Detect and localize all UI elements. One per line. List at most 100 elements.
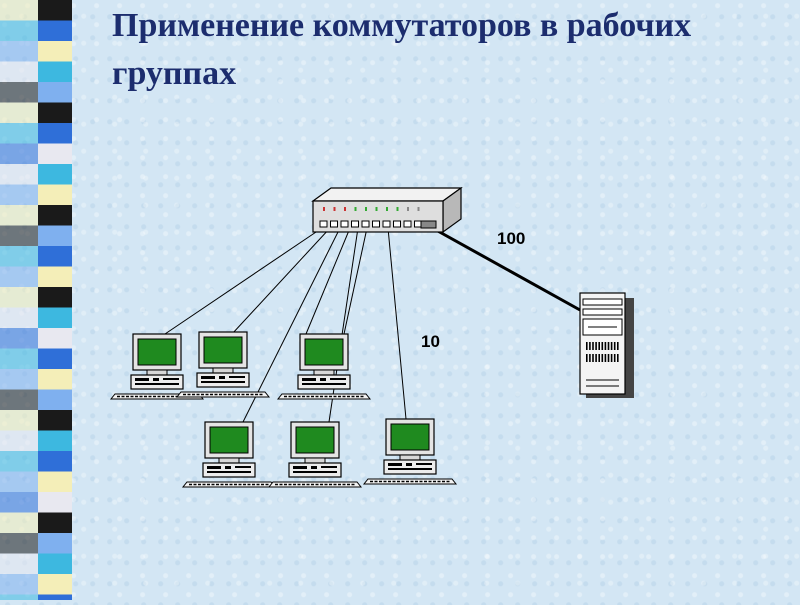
workstation-link-speed-label: 10 (421, 332, 440, 351)
link-workstation-6 (343, 227, 368, 335)
strip-block (0, 533, 38, 554)
strip-block (0, 184, 38, 205)
strip-block (0, 369, 38, 390)
switch-led (407, 207, 409, 211)
switch-port (382, 220, 391, 228)
strip-block (0, 471, 38, 492)
link-workstation-1 (164, 227, 323, 335)
server-vent (589, 342, 591, 350)
server-vent (598, 354, 600, 362)
strip-block (38, 533, 72, 554)
link-workstation-3 (242, 227, 341, 423)
workstation-computer-icon (277, 333, 371, 400)
strip-block (0, 143, 38, 164)
server-vent (613, 354, 616, 362)
workstation-computer-icon (363, 418, 457, 485)
strip-block (0, 123, 38, 144)
server-vent (592, 354, 594, 362)
server-vent (601, 342, 604, 350)
strip-block (0, 205, 38, 226)
strip-block (0, 225, 38, 246)
workstation-computer-icon (182, 421, 276, 488)
strip-block (38, 307, 72, 328)
switch-port (319, 220, 328, 228)
decorative-left-strip (0, 0, 92, 605)
server-vent (598, 342, 600, 350)
switch-led (323, 207, 325, 211)
switch-led (417, 207, 420, 211)
link-workstation-7 (387, 227, 407, 420)
strip-block (0, 328, 38, 349)
link-workstation-2 (231, 227, 331, 335)
strip-block (38, 205, 72, 226)
strip-block (38, 225, 72, 246)
server-vent (617, 342, 619, 350)
strip-block (38, 143, 72, 164)
switch-port (361, 220, 370, 228)
strip-block (38, 184, 72, 205)
workstation-computer-icon (176, 331, 270, 398)
strip-block (38, 574, 72, 595)
strip-block (0, 553, 38, 574)
strip-block (0, 61, 38, 82)
switch-port (393, 220, 401, 228)
switch-port (340, 220, 349, 228)
switch-led (333, 207, 336, 211)
server-vent (595, 342, 597, 350)
server-vent (607, 342, 610, 350)
server-vent (610, 354, 613, 362)
switch-led (375, 207, 378, 211)
strip-block (0, 512, 38, 533)
strip-block (0, 246, 38, 267)
switch-led (344, 207, 346, 211)
strip-block (38, 164, 72, 185)
strip-block (38, 82, 72, 103)
server-vent (610, 342, 613, 350)
server-link-speed-label: 100 (497, 229, 526, 248)
switch-led (396, 207, 399, 211)
server-vent (613, 342, 616, 350)
strip-block (38, 430, 72, 451)
strip-block (38, 61, 72, 82)
strip-block (38, 246, 72, 267)
server-vent (592, 342, 594, 350)
server-vent (589, 354, 591, 362)
strip-block (38, 451, 72, 472)
strip-block (0, 164, 38, 185)
strip-block (38, 266, 72, 287)
link-server (435, 228, 581, 312)
strip-block (0, 266, 38, 287)
strip-block (0, 410, 38, 431)
strip-block (0, 287, 38, 308)
server-vent (586, 342, 588, 350)
strip-block (38, 389, 72, 410)
switch-led (354, 207, 357, 211)
strip-block (38, 348, 72, 369)
strip-block (0, 492, 38, 513)
server-vent (617, 354, 619, 362)
strip-block (0, 41, 38, 62)
strip-block (38, 123, 72, 144)
server-tower-icon (579, 292, 634, 398)
server-vent (595, 354, 597, 362)
strip-block (38, 0, 72, 21)
switch-port (372, 220, 380, 228)
strip-block (38, 471, 72, 492)
server-vent (601, 354, 604, 362)
switch-port (414, 220, 422, 228)
strip-block (0, 451, 38, 472)
server-vent (607, 354, 610, 362)
strip-block (0, 82, 38, 103)
strip-block (0, 0, 38, 21)
strip-block (38, 410, 72, 431)
workstation-computer-icon (268, 421, 362, 488)
strip-block (0, 20, 38, 41)
strip-block (0, 574, 38, 595)
strip-block (38, 328, 72, 349)
switch-led (365, 207, 367, 211)
switch-port (351, 220, 359, 228)
strip-block (0, 348, 38, 369)
server-vent (604, 354, 607, 362)
strip-block (38, 553, 72, 574)
